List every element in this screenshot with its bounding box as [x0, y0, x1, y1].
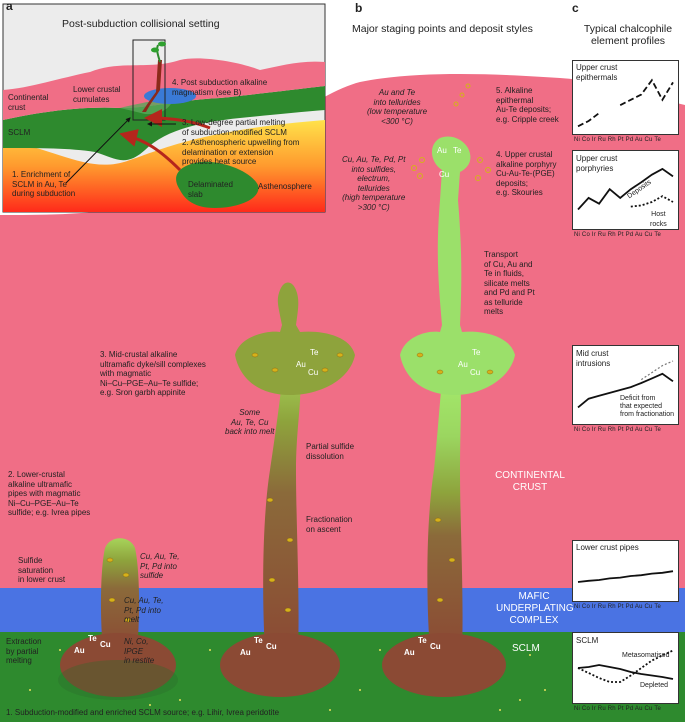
profile-porphyry-host: Host rocks — [650, 211, 667, 228]
stage1-label: 1. Subduction-modified and enriched SCLM… — [6, 708, 280, 717]
profile-epithermal-ticks: Ni Co Ir Ru Rh Pt Pd Au Cu Te — [574, 137, 662, 143]
tag-au-3: Au — [404, 648, 415, 657]
magma-column-3 — [382, 136, 515, 697]
panel-a-label3: 3. Low-degree partial melting of subduct… — [182, 118, 287, 137]
sulfide-blebs — [106, 352, 494, 623]
profile-midcrust-deficit: Deficit from that expected from fraction… — [620, 395, 675, 418]
tag-te-2: Te — [254, 636, 263, 645]
tag-cu-mid: Cu — [308, 368, 319, 377]
sclm-dots — [29, 649, 546, 711]
panel-letter-b: b — [355, 1, 363, 15]
panel-letter-c: c — [572, 1, 579, 15]
fractionation-label: Fractionation on ascent — [306, 515, 353, 534]
tag-au-mid-b: Au — [458, 360, 468, 369]
panel-b-header: Major staging points and deposit styles — [352, 23, 533, 35]
profile-lowercrust-title: Lower crust pipes — [576, 543, 639, 552]
into-melt-label: Cu, Au, Te, Pt, Pd into melt — [124, 596, 164, 624]
profile-lowercrust-ticks: Ni Co Ir Ru Rh Pt Pd Au Cu Te — [574, 604, 662, 610]
tag-au-2: Au — [240, 648, 251, 657]
tag-au-mid: Au — [296, 360, 306, 369]
profile-sclm-ticks: Ni Co Ir Ru Rh Pt Pd Au Cu Te — [574, 706, 662, 712]
profile-sclm-metasomatised: Metasomatised — [622, 652, 670, 659]
tag-au-top: Au — [437, 146, 447, 155]
panel-a-inset — [2, 3, 326, 213]
stage4-label: 4. Upper crustal alkaline porphyry Cu-Au… — [496, 150, 557, 197]
restite-label: Ni, Co, IPGE in restite — [124, 637, 155, 665]
panel-a-label1: 1. Enrichment of SCLM in Au, Te during s… — [12, 170, 76, 198]
into-tellurides-low-label: Au and Te into tellurides (low temperatu… — [367, 88, 428, 126]
profile-midcrust-title: Mid crust intrusions — [576, 349, 611, 368]
stage5-label: 5. Alkaline epithermal Au-Te deposits; e… — [496, 86, 559, 124]
profile-sclm-depleted: Depleted — [640, 682, 669, 689]
panel-c-header: Typical chalcophile element profiles — [583, 23, 673, 47]
tag-cu-2: Cu — [266, 642, 277, 651]
panel-a-label2: 2. Asthenospheric upwelling from delamin… — [182, 138, 300, 166]
panel-a-sclm: SCLM — [8, 128, 31, 137]
extraction-label: Extraction by partial melting — [6, 637, 42, 665]
tag-te-3: Te — [418, 636, 427, 645]
panel-a-lower-crustal: Lower crustal cumulates — [73, 85, 121, 104]
transport-label: Transport of Cu, Au and Te in fluids, si… — [484, 250, 535, 316]
into-sulfide-label: Cu, Au, Te, Pt, Pd into sulfide — [140, 552, 180, 580]
tag-te-mid-b: Te — [472, 348, 481, 357]
profile-sclm-title: SCLM — [576, 636, 599, 645]
into-sulfides-hot-label: Cu, Au, Te, Pd, Pt into sulfides, electr… — [342, 155, 406, 212]
tag-cu-3: Cu — [430, 642, 441, 651]
stage3-label: 3. Mid-crustal alkaline ultramafic dyke/… — [100, 350, 206, 397]
tag-cu-1: Cu — [100, 640, 111, 649]
panel-a-label4: 4. Post subduction alkaline magmatism (s… — [172, 78, 268, 97]
tag-cu-top: Cu — [439, 170, 450, 179]
tag-te-1: Te — [88, 634, 97, 643]
panel-a-continental-crust: Continental crust — [8, 93, 49, 112]
partial-dissolution-label: Partial sulfide dissolution — [306, 442, 355, 461]
sulfide-saturation-label: Sulfide saturation in lower crust — [18, 556, 66, 584]
panel-a-delaminated-slab: Delaminated slab — [188, 180, 233, 199]
magma-column-1 — [58, 538, 178, 700]
continental-crust-label: CONTINENTAL CRUST — [495, 470, 565, 493]
profile-epithermal-title: Upper crust epithermals — [576, 63, 618, 82]
fluid-droplets — [411, 83, 491, 181]
panel-a-asthenosphere: Asthenosphere — [258, 182, 312, 191]
back-into-melt-label: Some Au, Te, Cu back into melt — [225, 408, 275, 436]
tag-te-mid: Te — [310, 348, 319, 357]
tag-au-1: Au — [74, 646, 85, 655]
mafic-underplating-label: MAFIC UNDERPLATING COMPLEX — [496, 591, 574, 626]
profile-porphyry-title: Upper crust porphyries — [576, 154, 618, 173]
tag-te-top: Te — [453, 146, 462, 155]
panel-letter-a: a — [6, 0, 13, 13]
panel-a-header: Post-subduction collisional setting — [62, 18, 220, 30]
tag-cu-mid-b: Cu — [470, 368, 481, 377]
sclm-label: SCLM — [512, 643, 540, 654]
profile-porphyry-ticks: Ni Co Ir Ru Rh Pt Pd Au Cu Te — [574, 232, 662, 238]
profile-midcrust-ticks: Ni Co Ir Ru Rh Pt Pd Au Cu Te — [574, 427, 662, 433]
stage2-label: 2. Lower-crustal alkaline ultramafic pip… — [8, 470, 91, 517]
